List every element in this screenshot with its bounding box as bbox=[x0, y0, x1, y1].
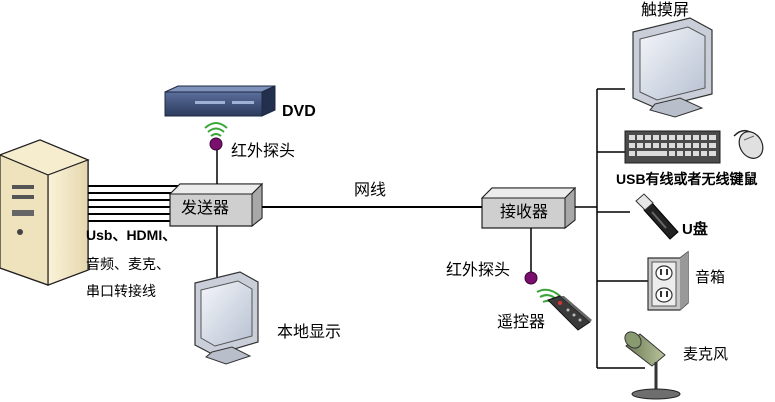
udisk-label: U盘 bbox=[682, 221, 708, 238]
dvd-player-icon bbox=[164, 85, 276, 117]
remote-label: 遥控器 bbox=[497, 312, 546, 331]
network-cable-label: 网线 bbox=[354, 180, 387, 199]
dvd-label: DVD bbox=[282, 103, 316, 120]
pc-tower-icon bbox=[0, 139, 90, 286]
device-bus bbox=[596, 88, 648, 369]
touchscreen-label: 触摸屏 bbox=[641, 0, 690, 19]
cable-label-line1: Usb、HDMI、 bbox=[86, 227, 177, 243]
speaker-label: 音箱 bbox=[695, 268, 726, 286]
usb-drive-icon bbox=[635, 193, 679, 240]
ir-probe-tx-label: 红外探头 bbox=[231, 141, 296, 160]
local-display-monitor-icon bbox=[194, 271, 259, 365]
ir-probe-tx-icon bbox=[204, 122, 228, 151]
receiver-box bbox=[480, 186, 577, 230]
keyboard-mouse-icon bbox=[624, 129, 764, 164]
cable-label-line3: 串口转接线 bbox=[86, 284, 156, 300]
microphone-icon bbox=[624, 331, 681, 400]
transmitter-box bbox=[168, 182, 264, 228]
speaker-icon bbox=[647, 250, 689, 311]
ir-probe-rx-icon bbox=[524, 271, 561, 305]
cable-label-line2: 音频、麦克、 bbox=[86, 257, 170, 273]
receiver-label: 接收器 bbox=[500, 202, 549, 221]
microphone-label: 麦克风 bbox=[683, 345, 729, 363]
ir-probe-rx-label: 红外探头 bbox=[446, 260, 511, 279]
remote-control-icon bbox=[547, 295, 592, 331]
touchscreen-monitor-icon bbox=[632, 17, 713, 118]
transmitter-label: 发送器 bbox=[181, 198, 230, 217]
local-display-label: 本地显示 bbox=[277, 322, 342, 341]
keyboard-mouse-label: USB有线或者无线键鼠 bbox=[616, 171, 758, 187]
pc-cables bbox=[88, 185, 178, 222]
